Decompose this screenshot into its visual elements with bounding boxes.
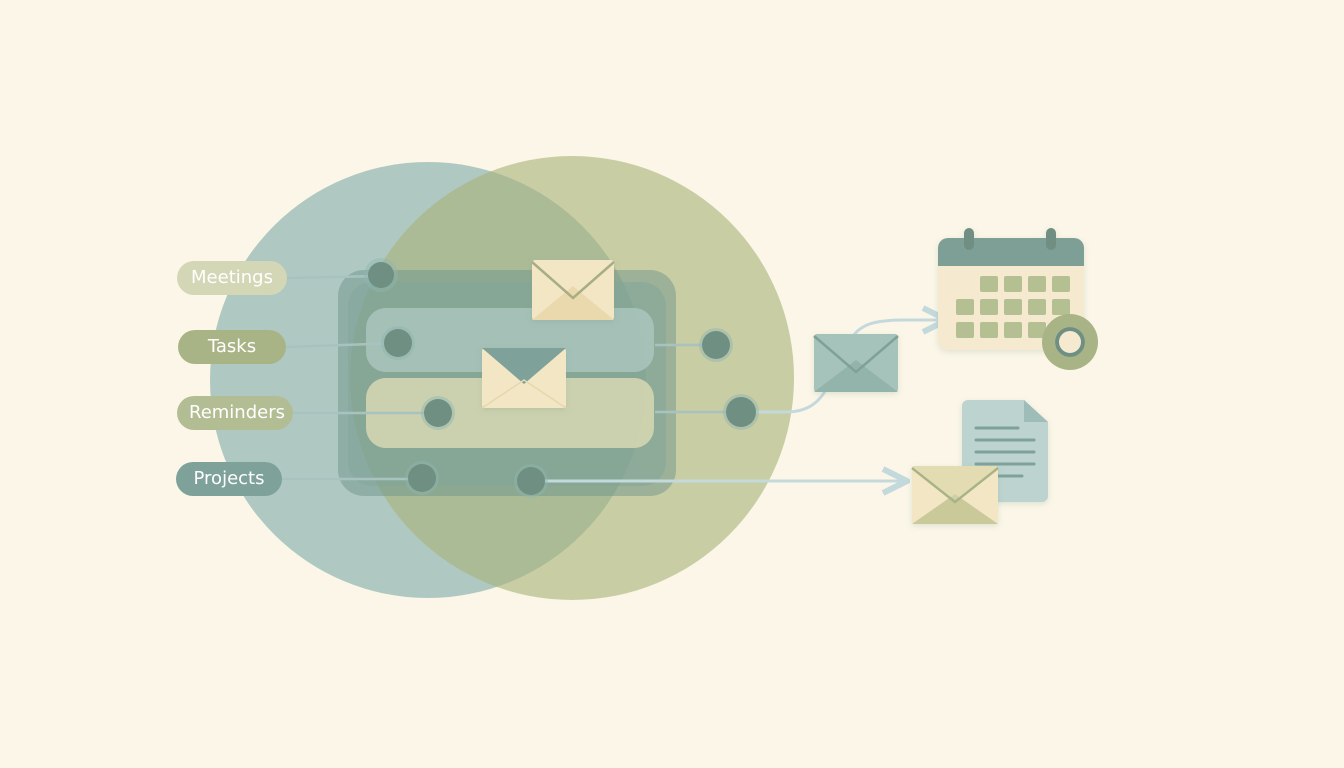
node (381, 326, 415, 360)
envelope-icon (813, 334, 899, 392)
node (514, 464, 548, 498)
nodes (364, 258, 759, 498)
node (364, 258, 398, 292)
envelope-icon (481, 348, 567, 409)
label-pill-tasks: Tasks (178, 330, 286, 364)
envelope-icon (911, 466, 999, 524)
envelope-icon (531, 260, 615, 320)
node (405, 461, 439, 495)
calendar-icon (938, 228, 1084, 350)
clock-badge-icon (1042, 314, 1098, 370)
node (699, 328, 733, 362)
label-pill-projects: Projects (176, 462, 282, 496)
node (723, 394, 759, 430)
label-pill-meetings: Meetings (177, 261, 287, 295)
label-pill-reminders: Reminders (177, 396, 293, 430)
node (421, 396, 455, 430)
pill-connectors (282, 274, 740, 481)
